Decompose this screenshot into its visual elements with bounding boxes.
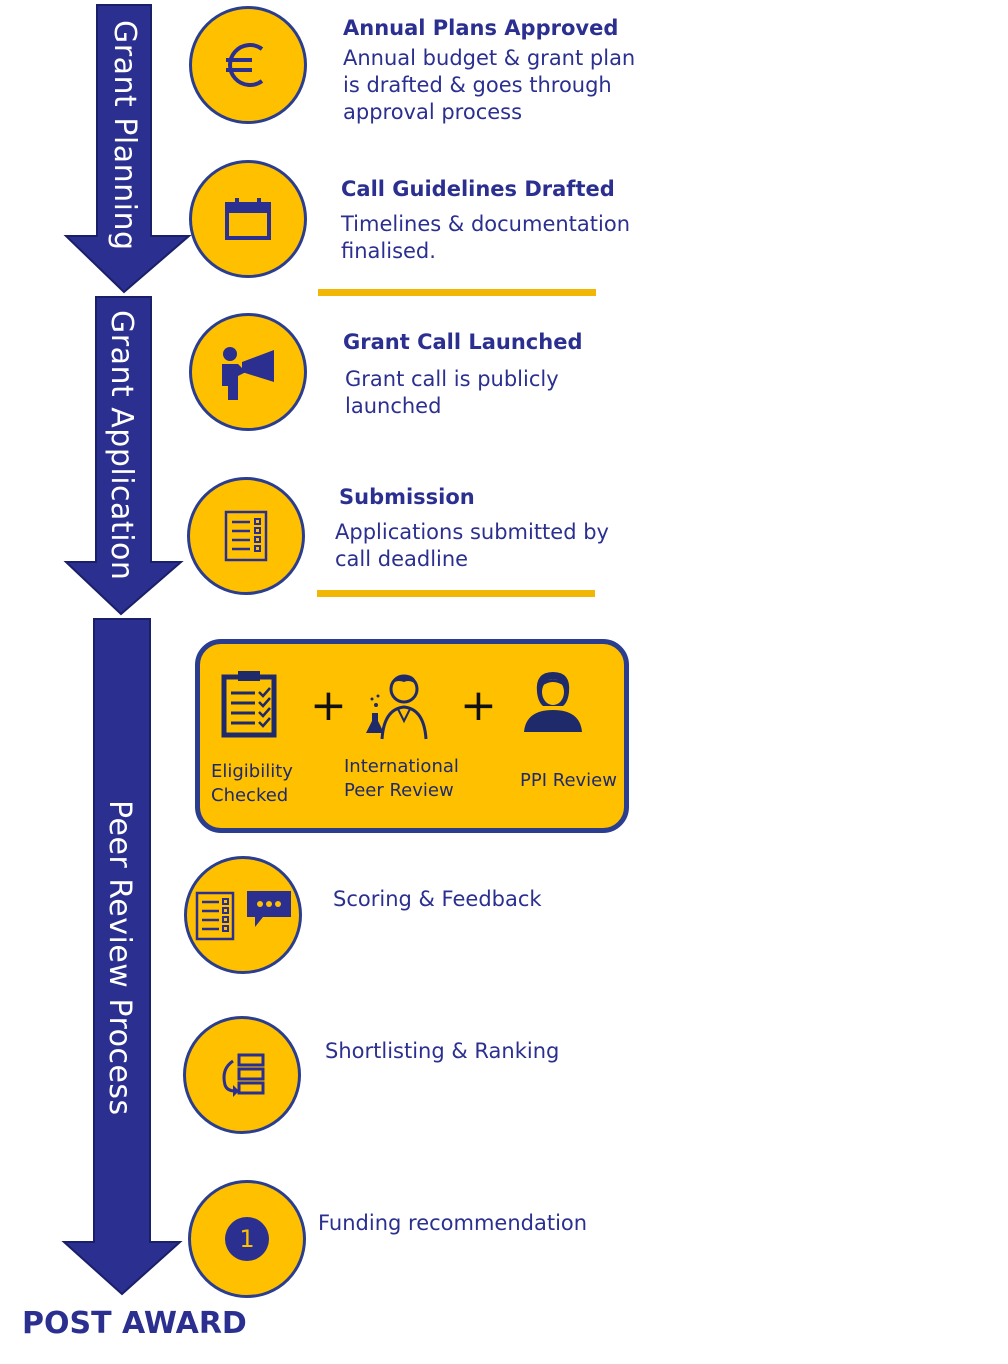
- clipboard-checklist-icon: [221, 671, 277, 738]
- number-one-badge: 1: [239, 1225, 254, 1253]
- calendar-icon: [225, 198, 271, 240]
- plus-sign-1: +: [310, 680, 347, 731]
- sort-list-icon: [222, 1053, 265, 1097]
- call-guidelines-title: Call Guidelines Drafted: [341, 177, 615, 201]
- peer-review-label: International Peer Review: [344, 756, 459, 801]
- funding-label: Funding recommendation: [318, 1211, 588, 1235]
- peer-review-arrow: [61, 618, 183, 1296]
- divider-1: [318, 289, 596, 296]
- person-icon: [524, 672, 582, 732]
- post-award-label: POST AWARD: [22, 1306, 247, 1341]
- call-launched-desc: Grant call is publicly launched: [345, 367, 559, 418]
- grant-application-arrow: [63, 296, 184, 616]
- divider-2: [317, 590, 595, 597]
- number-one-icon: 1: [225, 1217, 269, 1261]
- eligibility-label: Eligibility Checked: [211, 761, 293, 806]
- submission-title: Submission: [339, 485, 475, 509]
- review-box: + + Eligibility Checked International Pe…: [195, 639, 629, 833]
- submission-desc: Applications submitted by call deadline: [335, 520, 609, 571]
- phase-label-peer-review: Peer Review Process: [102, 800, 137, 1116]
- megaphone-circle: [189, 313, 307, 431]
- call-guidelines-desc: Timelines & documentation finalised.: [341, 212, 631, 263]
- checklist-comment-icon: [195, 891, 291, 941]
- calendar-circle: [189, 160, 307, 278]
- grant-planning-arrow: [63, 4, 192, 294]
- plus-sign-2: +: [460, 680, 497, 731]
- euro-icon: [226, 43, 264, 87]
- call-launched-title: Grant Call Launched: [343, 330, 583, 354]
- annual-plans-title: Annual Plans Approved: [343, 16, 619, 40]
- shortlisting-label: Shortlisting & Ranking: [325, 1039, 560, 1063]
- annual-plans-desc: Annual budget & grant plan is drafted & …: [343, 46, 636, 124]
- funding-circle: 1: [188, 1180, 306, 1298]
- scoring-label: Scoring & Feedback: [333, 887, 542, 911]
- phase-label-grant-planning: Grant Planning: [107, 20, 142, 251]
- ppi-label: PPI Review: [520, 770, 617, 791]
- euro-circle: [189, 6, 307, 124]
- scientist-icon: [366, 674, 428, 740]
- megaphone-icon: [222, 347, 274, 400]
- phase-label-grant-application: Grant Application: [104, 310, 139, 581]
- scoring-circle: [184, 856, 302, 974]
- checklist-icon: [224, 510, 268, 562]
- shortlisting-circle: [183, 1016, 301, 1134]
- checklist-circle: [187, 477, 305, 595]
